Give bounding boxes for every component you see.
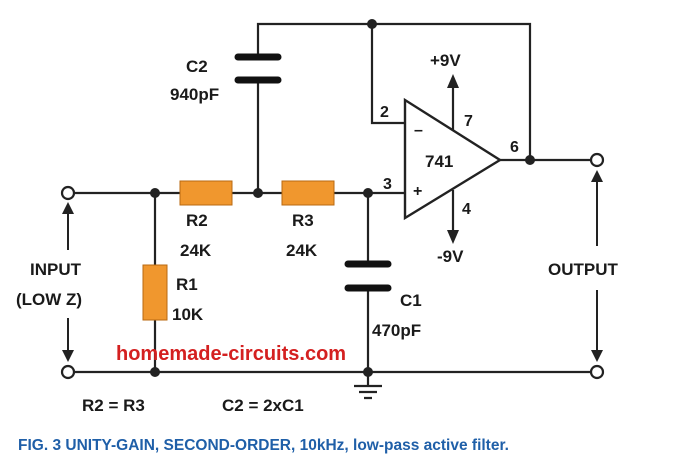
ground-symbol	[354, 372, 382, 400]
input-terminal-top	[60, 185, 76, 201]
note-resistors: R2 = R3	[82, 396, 145, 415]
node-c1-top	[363, 188, 373, 198]
r2-value: 24K	[180, 241, 212, 260]
watermark: homemade-circuits.com	[116, 343, 346, 365]
c1-name: C1	[400, 291, 422, 310]
pin-6: 6	[510, 139, 519, 156]
r1-name: R1	[176, 275, 198, 294]
arrow-supply-negative	[447, 230, 459, 244]
resistor-r2	[179, 180, 233, 206]
output-terminal-bottom	[589, 364, 605, 380]
opamp-label: 741	[425, 152, 453, 171]
resistor-r3	[281, 180, 335, 206]
input-arrow-down-head	[62, 350, 74, 362]
supply-negative: -9V	[437, 247, 464, 266]
pin-3: 3	[383, 176, 392, 193]
node-r1-bottom	[150, 367, 160, 377]
wires	[73, 22, 595, 400]
arrow-supply-positive	[447, 74, 459, 88]
output-arrow-down-head	[591, 350, 603, 362]
node-feedback	[367, 19, 377, 29]
node-r1-top	[150, 188, 160, 198]
opamp-plus: +	[413, 183, 422, 200]
c1-gap	[346, 264, 390, 288]
input-label-line1: INPUT	[30, 260, 82, 279]
pin-2: 2	[380, 104, 389, 121]
pin-4: 4	[462, 201, 471, 218]
input-label-line2: (LOW Z)	[16, 290, 82, 309]
input-arrows	[62, 202, 74, 362]
wire-feedback-top	[256, 22, 532, 193]
r3-name: R3	[292, 211, 314, 230]
c2-value: 940pF	[170, 85, 219, 104]
pin-7: 7	[464, 113, 473, 130]
output-arrows	[591, 170, 603, 362]
wire-pin2	[370, 24, 405, 125]
note-capacitors: C2 = 2xC1	[222, 396, 304, 415]
node-c2-bottom	[253, 188, 263, 198]
resistor-r1	[142, 264, 168, 321]
c2-name: C2	[186, 57, 208, 76]
opamp-minus: –	[414, 122, 423, 139]
node-ground	[363, 367, 373, 377]
r2-name: R2	[186, 211, 208, 230]
output-terminal-top	[589, 152, 605, 168]
figure-caption: FIG. 3 UNITY-GAIN, SECOND-ORDER, 10kHz, …	[18, 437, 509, 454]
input-terminal-bottom	[60, 364, 76, 380]
input-arrow-up-head	[62, 202, 74, 214]
r1-value: 10K	[172, 305, 204, 324]
output-label: OUTPUT	[548, 260, 619, 279]
node-output	[525, 155, 535, 165]
supply-positive: +9V	[430, 51, 461, 70]
c1-value: 470pF	[372, 321, 421, 340]
output-arrow-up-head	[591, 170, 603, 182]
r3-value: 24K	[286, 241, 318, 260]
